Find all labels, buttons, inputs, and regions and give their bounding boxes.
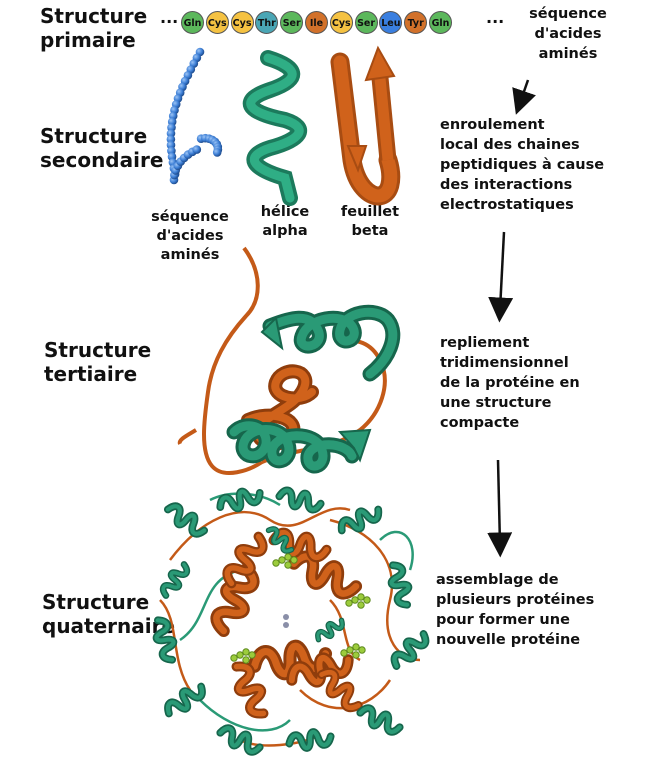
chain-caption-line: séquence	[151, 209, 229, 225]
tertiary-description: repliement tridimensionnel de la protéin…	[440, 333, 580, 433]
sheet-caption-line: feuillet	[340, 204, 400, 220]
primary-desc-line: séquence	[529, 6, 607, 22]
secondary-desc-line: peptidiques à cause	[440, 157, 605, 173]
arrow-tertiary-to-quaternary	[487, 459, 513, 558]
tertiary-desc-line: tridimensionnel	[440, 355, 569, 371]
primary-description: séquence d'acides aminés	[522, 4, 614, 64]
tertiary-desc-line: repliement	[440, 335, 530, 351]
quaternary-orange-helix	[268, 527, 332, 563]
quaternary-green-helix	[337, 505, 383, 535]
quaternary-desc-line: plusieurs protéines	[436, 592, 595, 608]
amino-acid-ser: Ser	[280, 11, 304, 34]
quaternary-orange-helix	[210, 562, 260, 638]
quaternary-green-helix	[159, 561, 191, 599]
tertiary-structure-figure	[177, 246, 401, 475]
quaternary-description: assemblage de plusieurs protéines pour f…	[436, 570, 594, 650]
quaternary-orange-helix	[287, 550, 363, 600]
chain-caption: séquence d'acides aminés	[145, 208, 235, 265]
helix-caption-line: alpha	[262, 223, 308, 239]
amino-acid-thr: Thr	[255, 11, 279, 34]
sheet-caption-line: beta	[351, 223, 389, 239]
ligand-molecule	[340, 643, 366, 659]
ligand-molecule	[230, 648, 256, 664]
secondary-structure-label: Structure secondaire	[40, 124, 163, 172]
quaternary-orange-helix	[231, 661, 269, 719]
amino-acid-cys: Cys	[329, 11, 353, 34]
arrow-primary-to-secondary	[512, 79, 536, 115]
tertiary-label-line2: tertiaire	[44, 362, 138, 386]
quaternary-green-helix	[265, 526, 295, 554]
quaternary-structure-label: Structure quaternaire	[42, 590, 175, 638]
amino-acid-gln: Gln	[181, 11, 204, 34]
quaternary-green-helix	[275, 486, 325, 514]
quaternary-green-helix	[285, 728, 335, 752]
arrow-secondary-to-tertiary	[488, 231, 514, 323]
quaternary-green-helix	[216, 724, 264, 756]
tertiary-desc-line: compacte	[440, 415, 520, 431]
sequence-trailing-dots: ...	[486, 8, 505, 27]
bead-chain-figure	[166, 47, 223, 185]
quaternary-label-line1: Structure	[42, 590, 150, 614]
chain-caption-line: aminés	[160, 247, 220, 263]
sheet-caption: feuillet beta	[330, 203, 410, 241]
primary-label-line2: primaire	[40, 28, 136, 52]
amino-acid-gln: Gln	[429, 11, 452, 34]
central-ion	[283, 622, 289, 628]
quaternary-green-helix	[390, 630, 430, 670]
quaternary-green-helix	[356, 704, 404, 736]
helix-caption-line: hélice	[260, 204, 310, 220]
quaternary-loop	[379, 530, 414, 571]
amino-acid-tyr: Tyr	[404, 11, 428, 34]
quaternary-green-helix	[216, 487, 264, 513]
chain-caption-line: d'acides	[156, 228, 224, 244]
primary-label-line1: Structure	[40, 4, 148, 28]
alpha-helix-figure	[242, 50, 307, 206]
amino-acid-bead	[212, 148, 222, 157]
tertiary-desc-line: de la protéine en	[440, 375, 580, 391]
quaternary-orange-helix	[222, 531, 268, 589]
amino-acid-bead	[192, 145, 202, 154]
beta-sheet-figure	[330, 45, 401, 206]
quaternary-desc-line: pour former une	[436, 612, 570, 628]
secondary-description: enroulement local des chaines peptidique…	[440, 115, 604, 215]
quaternary-loop	[199, 699, 291, 732]
amino-acid-cys: Cys	[205, 11, 229, 34]
secondary-label-line2: secondaire	[40, 148, 164, 172]
amino-acid-cys: Cys	[230, 11, 254, 34]
quaternary-desc-line: assemblage de	[436, 572, 559, 588]
quaternary-structure-figure	[152, 486, 430, 756]
secondary-desc-line: enroulement	[440, 117, 545, 133]
secondary-label-line1: Structure	[40, 124, 148, 148]
quaternary-label-line2: quaternaire	[42, 614, 176, 638]
tertiary-desc-line: une structure	[440, 395, 552, 411]
amino-acid-ile: Ile	[305, 11, 328, 34]
quaternary-green-helix	[152, 616, 178, 664]
amino-acid-leu: Leu	[379, 11, 403, 34]
tertiary-structure-label: Structure tertiaire	[44, 338, 151, 386]
quaternary-green-helix	[163, 502, 209, 538]
ligand-molecule	[272, 553, 298, 569]
quaternary-green-helix	[164, 682, 206, 718]
tertiary-label-line1: Structure	[44, 338, 152, 362]
sequence-leading-dots: ...	[160, 8, 179, 27]
ligand-molecule	[345, 593, 371, 609]
secondary-desc-line: des interactions	[440, 177, 573, 193]
quaternary-green-helix	[387, 561, 413, 609]
secondary-desc-line: electrostatiques	[440, 197, 574, 213]
amino-acid-ser: Ser	[354, 11, 378, 34]
central-ion	[283, 614, 289, 620]
primary-desc-line: d'acides	[534, 26, 602, 42]
primary-structure-label: Structure primaire	[40, 4, 147, 52]
secondary-desc-line: local des chaines	[440, 137, 580, 153]
quaternary-orange-helix	[317, 667, 363, 713]
helix-caption: hélice alpha	[250, 203, 320, 241]
quaternary-green-helix	[315, 617, 345, 643]
quaternary-desc-line: nouvelle protéine	[436, 632, 581, 648]
primary-desc-line: aminés	[538, 46, 598, 62]
